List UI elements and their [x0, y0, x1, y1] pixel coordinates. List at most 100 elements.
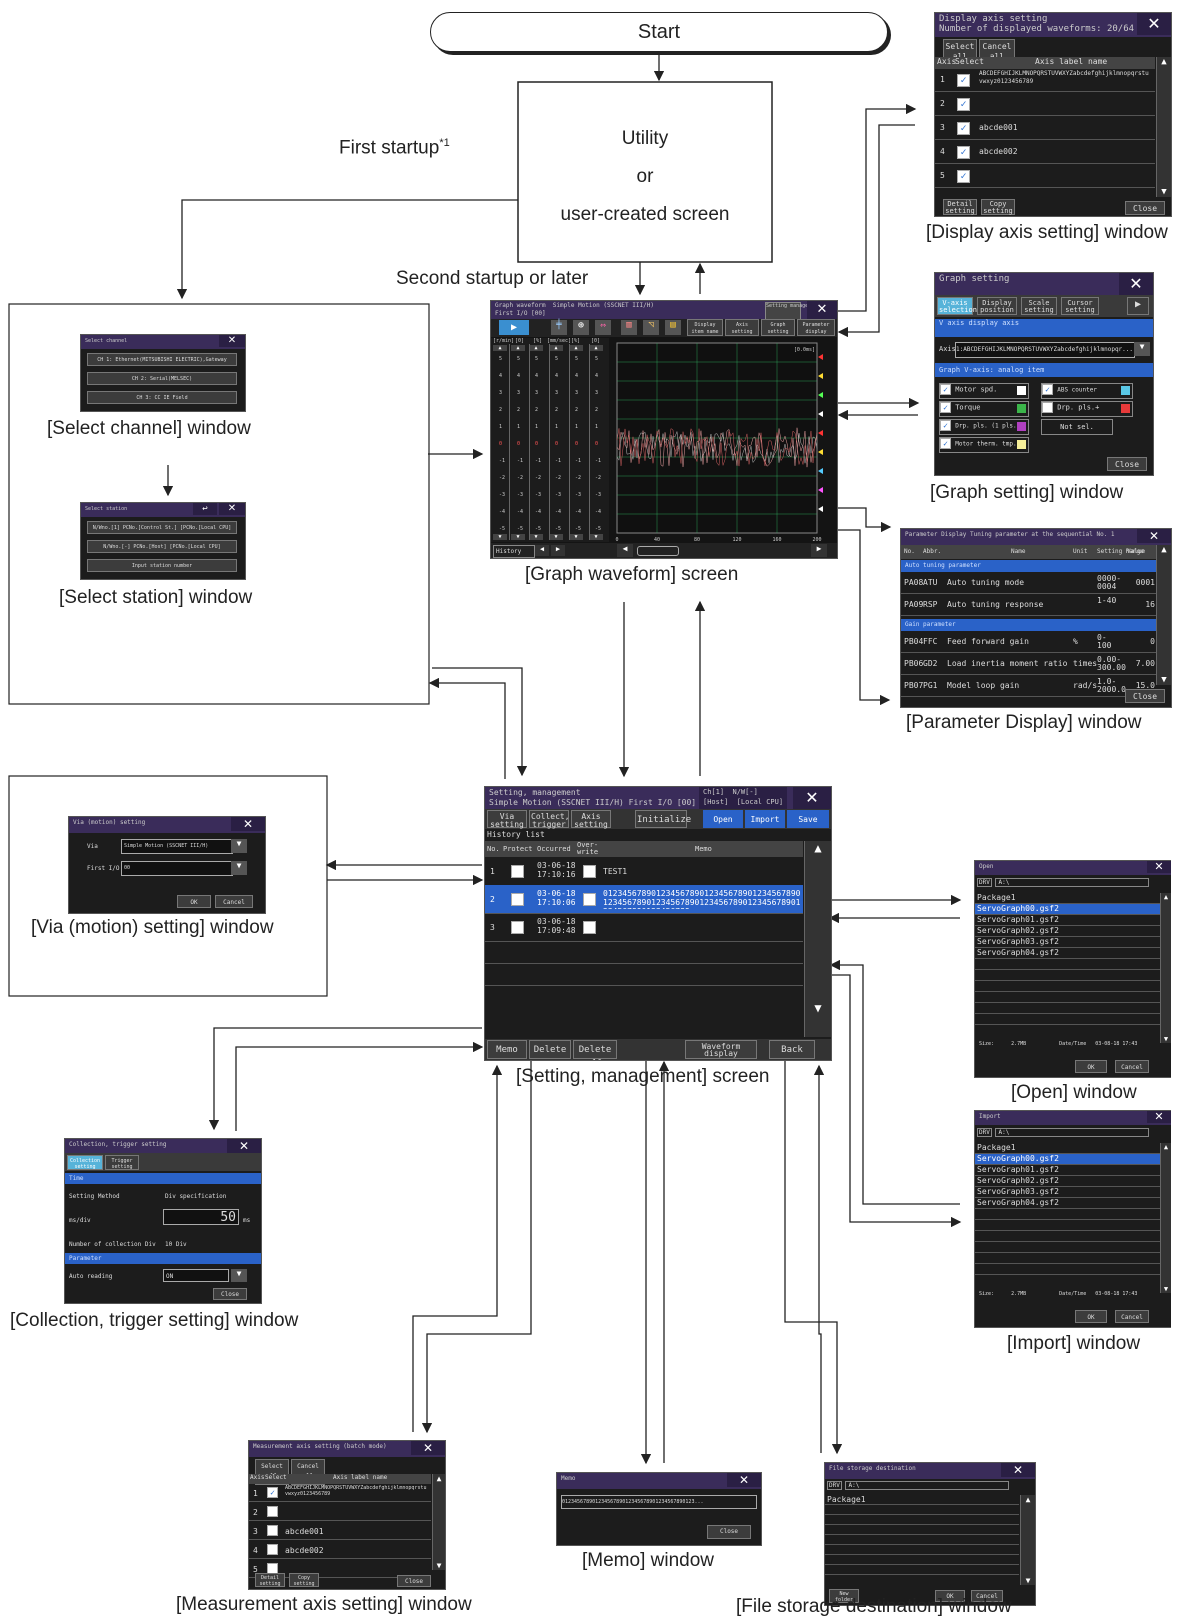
table-row[interactable]: 1✓ABCDEFGHIJKLMNOPQRSTUVWXYZabcdefghijkl…	[935, 69, 1155, 92]
scale-up-icon[interactable]: ▲	[511, 345, 525, 351]
open-button[interactable]: Open	[703, 810, 743, 828]
overwrite-checkbox[interactable]	[583, 921, 596, 934]
collect-trigger-button[interactable]: Collect, trigger	[529, 810, 570, 829]
detail-setting-button[interactable]: Detail setting	[255, 1573, 285, 1587]
scroll-down-icon[interactable]: ▼	[814, 1001, 822, 1015]
new-folder-button[interactable]: New folder	[829, 1589, 859, 1603]
file-item[interactable]: ServoGraph03.gsf2	[975, 937, 1161, 948]
close-button[interactable]: Close	[397, 1575, 431, 1587]
io-select[interactable]: 00	[121, 861, 233, 876]
close-icon[interactable]: ✕	[219, 503, 245, 515]
scroll-up-icon[interactable]: ▲	[814, 841, 822, 855]
close-icon[interactable]: ✕	[807, 301, 837, 319]
scroll-down-icon[interactable]: ▼	[1025, 1576, 1031, 1585]
cursor-icon[interactable]: ╪	[551, 320, 567, 335]
input-station-button[interactable]: Input station number	[87, 559, 237, 572]
scroll-up-icon[interactable]: ▲	[1161, 57, 1167, 67]
bars-icon[interactable]: ▥	[621, 320, 637, 335]
tab-scale-setting[interactable]: Scale setting	[1021, 297, 1057, 315]
scroll-down-icon[interactable]: ▼	[1161, 187, 1167, 197]
close-button[interactable]: Close	[213, 1288, 247, 1300]
ok-button[interactable]: OK	[1075, 1310, 1107, 1323]
table-row[interactable]: 2✓	[935, 93, 1155, 116]
zoom-icon[interactable]: ⊕	[573, 320, 589, 335]
close-icon[interactable]: ✕	[793, 787, 831, 809]
back-button[interactable]: Back	[769, 1040, 815, 1059]
tab-v-axis[interactable]: V-axis selection	[937, 297, 977, 315]
scale-down-icon[interactable]: ▼	[569, 534, 583, 540]
next-tab-icon[interactable]: ▶	[1127, 297, 1149, 315]
table-row[interactable]: 2	[249, 1503, 431, 1521]
trend-icon[interactable]: ◹	[643, 320, 659, 335]
close-button[interactable]: Close	[1107, 457, 1147, 471]
import-button[interactable]: Import	[745, 810, 785, 828]
close-button[interactable]: Close	[1125, 689, 1165, 703]
file-item[interactable]: ServoGraph03.gsf2	[975, 1187, 1161, 1198]
via-select[interactable]: Simple Motion (SSCNET III/H)	[121, 839, 233, 854]
tab-display-position[interactable]: Display position	[977, 297, 1017, 315]
station-2-button[interactable]: N/Wno.[-] PCNo.[Host] [PCNo.[Local CPU]	[87, 540, 237, 553]
axis-select[interactable]: 1:ABCDEFGHIJKLMNOPQRSTUVWXYZabcdefghijkl…	[955, 342, 1135, 358]
ok-button[interactable]: OK	[1075, 1060, 1107, 1073]
chevron-down-icon[interactable]: ▼	[231, 861, 247, 875]
scrollbar[interactable]: ▲▼	[1156, 545, 1171, 685]
file-item[interactable]: ServoGraph02.gsf2	[975, 926, 1161, 937]
scrollbar[interactable]: ▲▼	[1020, 1495, 1035, 1585]
protect-checkbox[interactable]	[511, 893, 524, 906]
scroll-down-icon[interactable]: ▼	[1163, 1035, 1169, 1043]
axis-setting-button[interactable]: Axis setting	[571, 810, 611, 829]
scroll-up-icon[interactable]: ▲	[436, 1474, 442, 1483]
file-item[interactable]: ServoGraph01.gsf2	[975, 1165, 1161, 1176]
chevron-down-icon[interactable]: ▼	[231, 839, 247, 853]
checkbox[interactable]	[267, 1525, 278, 1536]
path-field[interactable]: A:\	[995, 878, 1150, 887]
scrollbar[interactable]: ▲▼	[1160, 1143, 1171, 1293]
checkbox[interactable]: ✓	[940, 402, 951, 413]
close-icon[interactable]: ✕	[411, 1441, 445, 1455]
table-row[interactable]: 4✓abcde002	[935, 141, 1155, 164]
overwrite-checkbox[interactable]	[583, 893, 596, 906]
waveform-display-button[interactable]: Waveform display	[685, 1040, 757, 1059]
scroll-up-icon[interactable]: ▲	[1163, 1143, 1169, 1151]
chevron-down-icon[interactable]: ▼	[1134, 342, 1150, 356]
scale-up-icon[interactable]: ▲	[493, 345, 507, 351]
close-icon[interactable]: ✕	[231, 817, 265, 831]
scroll-up-icon[interactable]: ▲	[1163, 893, 1169, 901]
path-field[interactable]: A:\	[995, 1128, 1150, 1137]
item-motor-spd[interactable]: ✓ Motor spd.	[939, 383, 1029, 399]
file-item[interactable]: Package1	[975, 893, 1161, 904]
close-icon[interactable]: ✕	[1137, 13, 1171, 35]
scroll-left-icon[interactable]: ◀	[617, 544, 633, 557]
checkbox[interactable]: ✓	[957, 122, 970, 135]
table-row[interactable]: 5✓	[935, 165, 1155, 188]
memo-button[interactable]: Memo	[487, 1040, 527, 1059]
initialize-button[interactable]: Initialize	[635, 810, 691, 828]
file-item[interactable]: ServoGraph04.gsf2	[975, 1198, 1161, 1209]
table-row[interactable]: 3✓abcde001	[935, 117, 1155, 140]
close-icon[interactable]: ✕	[227, 1139, 261, 1153]
overwrite-checkbox[interactable]	[583, 865, 596, 878]
close-icon[interactable]: ✕	[1119, 273, 1153, 295]
folder-item[interactable]: Package1	[825, 1495, 1019, 1505]
delete-button[interactable]: Delete	[529, 1040, 571, 1059]
scroll-right-icon[interactable]: ▶	[811, 544, 827, 557]
scroll-up-icon[interactable]: ▲	[1161, 545, 1167, 555]
ok-button[interactable]: OK	[177, 895, 211, 908]
file-item[interactable]: ServoGraph02.gsf2	[975, 1176, 1161, 1187]
horizontal-scrollbar[interactable]	[637, 546, 679, 556]
save-icon[interactable]: ▤	[665, 320, 681, 335]
scroll-down-icon[interactable]: ▼	[436, 1561, 442, 1570]
close-button[interactable]: Close	[1125, 201, 1165, 215]
history-next-icon[interactable]: ▶	[551, 545, 565, 556]
channel-1-button[interactable]: CH 1: Ethernet(MITSUBISHI ELECTRIC),Gate…	[87, 353, 237, 366]
checkbox[interactable]	[267, 1544, 278, 1555]
close-button[interactable]: Close	[707, 1525, 751, 1539]
scrollbar[interactable]: ▲▼	[432, 1474, 445, 1570]
cancel-button[interactable]: Cancel	[971, 1590, 1003, 1602]
scroll-down-icon[interactable]: ▼	[1161, 675, 1167, 685]
file-item[interactable]: ServoGraph01.gsf2	[975, 915, 1161, 926]
